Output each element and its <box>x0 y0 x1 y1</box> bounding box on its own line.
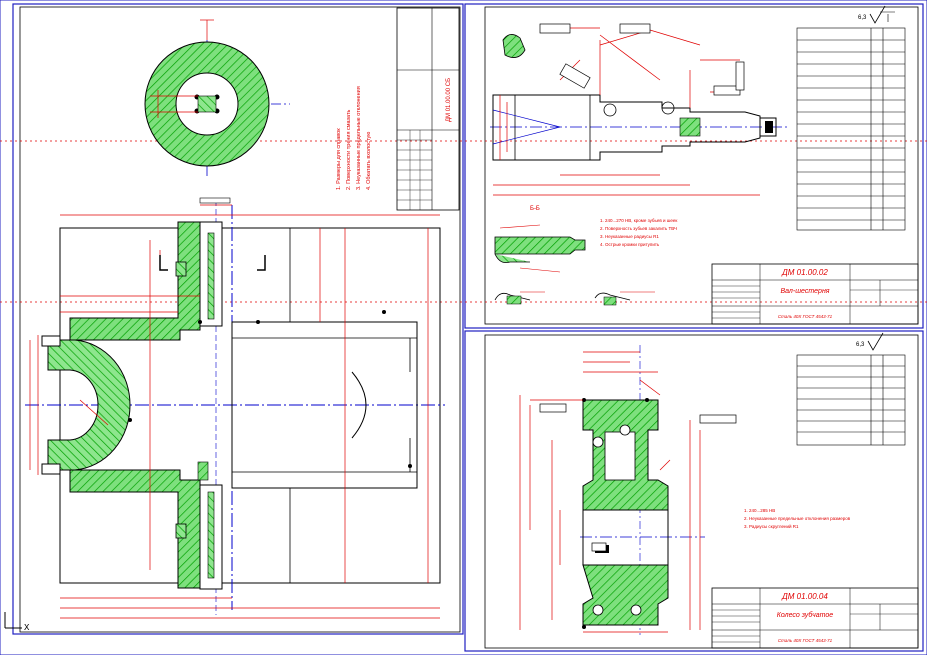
assembly-doc-number: ДМ 01.00.00 СБ <box>446 78 452 122</box>
gear-title-block: ДМ 01.00.04 Колесо зубчатое Сталь 40Х ГО… <box>711 587 919 649</box>
assembly-notes: 1. Размеры для справок 2. Поверхности тр… <box>336 86 372 190</box>
shaft-drawing <box>490 34 790 161</box>
section-label: Б-Б <box>530 206 540 212</box>
assembly-note-4: 4. Обкатать вхолостую <box>366 132 372 190</box>
gear-notes: 1. 240...285 НВ 2. Неуказанные предельны… <box>744 508 851 529</box>
shaft-roughness-value: 6,3 <box>858 15 867 21</box>
gear-dimensions <box>519 351 701 633</box>
gear-datum-boxes <box>539 403 737 552</box>
gear-note-3: 3. Радиусы скруглений R1 <box>744 523 799 529</box>
gear-roughness-value: 6,3 <box>856 342 865 348</box>
assembly-dimensions <box>29 204 440 619</box>
axis-indicator: X <box>4 612 30 633</box>
gear-material: Сталь 40Х ГОСТ 4543-71 <box>778 638 833 643</box>
assembly-note-2: 2. Поверхности трения смазать <box>346 109 352 190</box>
shaft-note-2: 2. Поверхность зубьев закалить ТВЧ <box>600 226 677 231</box>
shaft-section-detail: Б-Б <box>494 206 655 306</box>
shaft-part-name: Вал-шестерня <box>780 288 829 295</box>
assembly-cut-arrows <box>159 197 266 271</box>
shaft-parameter-table <box>796 27 906 231</box>
gear-roughness-symbol: 6,3 <box>856 332 884 351</box>
shaft-title-block: ДМ 01.00.02 Вал-шестерня Сталь 40Х ГОСТ … <box>711 263 919 325</box>
gear-part-name: Колесо зубчатое <box>777 611 834 619</box>
gear-parameter-table <box>796 354 906 446</box>
end-view <box>144 19 290 178</box>
shaft-roughness-symbol: 6,3 <box>858 5 895 24</box>
shaft-notes: 1. 240...270 НВ, кроме зубьев и шеек 2. … <box>600 218 677 247</box>
gear-doc-number: ДМ 01.00.04 <box>781 592 828 601</box>
gear-note-2: 2. Неуказанные предельные отклонения раз… <box>744 516 851 521</box>
shaft-note-3: 3. Неуказанные радиусы R1 <box>600 234 659 239</box>
assembly-note-3: 3. Неуказанные предельные отклонения <box>356 86 362 190</box>
assembly-note-1: 1. Размеры для справок <box>336 128 342 190</box>
shaft-note-4: 4. Острые кромки притупить <box>600 242 660 247</box>
shaft-material: Сталь 40Х ГОСТ 4543-71 <box>778 314 833 319</box>
assembly-section <box>25 200 445 615</box>
assembly-title-block: ДМ 01.00.00 СБ <box>396 7 460 211</box>
axis-x-label: X <box>24 623 30 633</box>
shaft-datum-boxes <box>539 23 745 96</box>
gear-note-1: 1. 240...285 НВ <box>744 508 775 513</box>
shaft-doc-number: ДМ 01.00.02 <box>781 268 828 277</box>
shaft-note-1: 1. 240...270 НВ, кроме зубьев и шеек <box>600 218 677 223</box>
gear-drawing <box>580 345 705 635</box>
